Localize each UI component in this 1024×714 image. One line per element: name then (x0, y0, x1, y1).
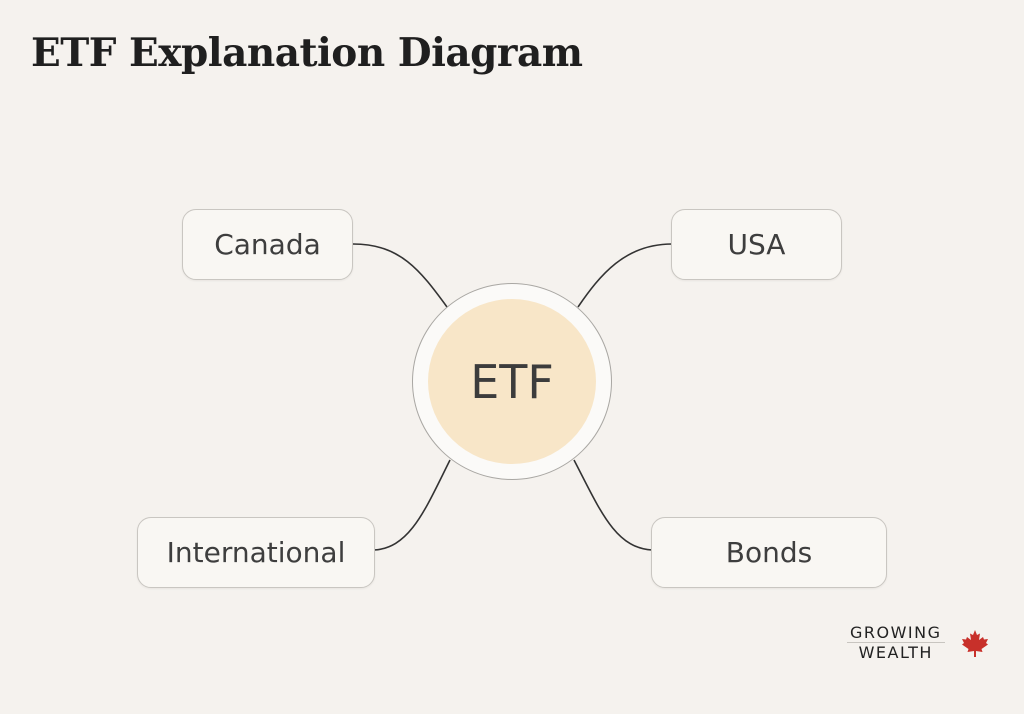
connector-bonds (573, 459, 653, 551)
center-label: ETF (470, 354, 554, 409)
node-label: USA (727, 228, 786, 261)
node-bonds: Bonds (651, 517, 887, 588)
brand-line2: WEALTH (858, 643, 933, 662)
maple-leaf-icon (962, 630, 988, 657)
node-international: International (137, 517, 375, 588)
connector-international (373, 459, 451, 551)
node-usa: USA (671, 209, 842, 280)
brand-logo: GROWING WEALTH (847, 623, 945, 662)
node-canada: Canada (182, 209, 353, 280)
connector-canada (352, 243, 448, 308)
center-node-etf: ETF (428, 299, 596, 464)
node-label: Canada (214, 228, 321, 261)
node-label: Bonds (725, 536, 813, 569)
node-label: International (166, 536, 346, 569)
brand-divider (847, 642, 945, 643)
page-title: ETF Explanation Diagram (31, 30, 583, 76)
connector-usa (577, 243, 673, 308)
brand-line1: GROWING (850, 623, 942, 642)
